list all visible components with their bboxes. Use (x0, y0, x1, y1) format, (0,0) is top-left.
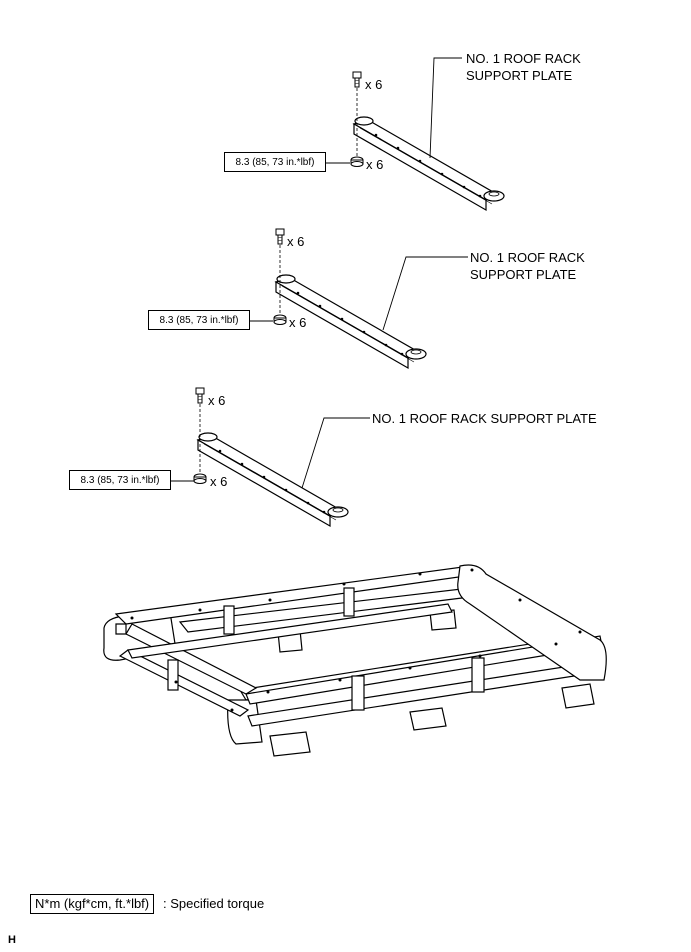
plate-1-bolt-count: x 6 (365, 77, 383, 92)
roof-rack-assembly (103, 564, 607, 757)
plate-2-label: NO. 1 ROOF RACK SUPPORT PLATE (470, 250, 585, 282)
plate-3-bolt-count: x 6 (208, 393, 226, 408)
torque-legend-description: : Specified torque (163, 896, 265, 911)
plate-2-nut-count: x 6 (289, 315, 307, 330)
torque-unit-legend-box: N*m (kgf*cm, ft.*lbf) (30, 894, 155, 914)
plate-3-label: NO. 1 ROOF RACK SUPPORT PLATE (372, 411, 597, 426)
plate-3-nut-count: x 6 (210, 474, 228, 489)
support-plate-2 (250, 228, 468, 369)
plate-2-torque-box: 8.3 (85, 73 in.*lbf) (148, 310, 250, 330)
plate-3-torque-box: 8.3 (85, 73 in.*lbf) (69, 470, 171, 490)
plate-1-nut-count: x 6 (366, 157, 384, 172)
plate-1-label: NO. 1 ROOF RACK SUPPORT PLATE (466, 51, 581, 83)
support-plate-1 (326, 57, 505, 211)
figure-id: H (8, 934, 16, 946)
plate-2-bolt-count: x 6 (287, 234, 305, 249)
plate-1-torque-box: 8.3 (85, 73 in.*lbf) (224, 152, 326, 172)
support-plate-3 (171, 387, 370, 527)
roof-rack-holes (130, 568, 582, 712)
